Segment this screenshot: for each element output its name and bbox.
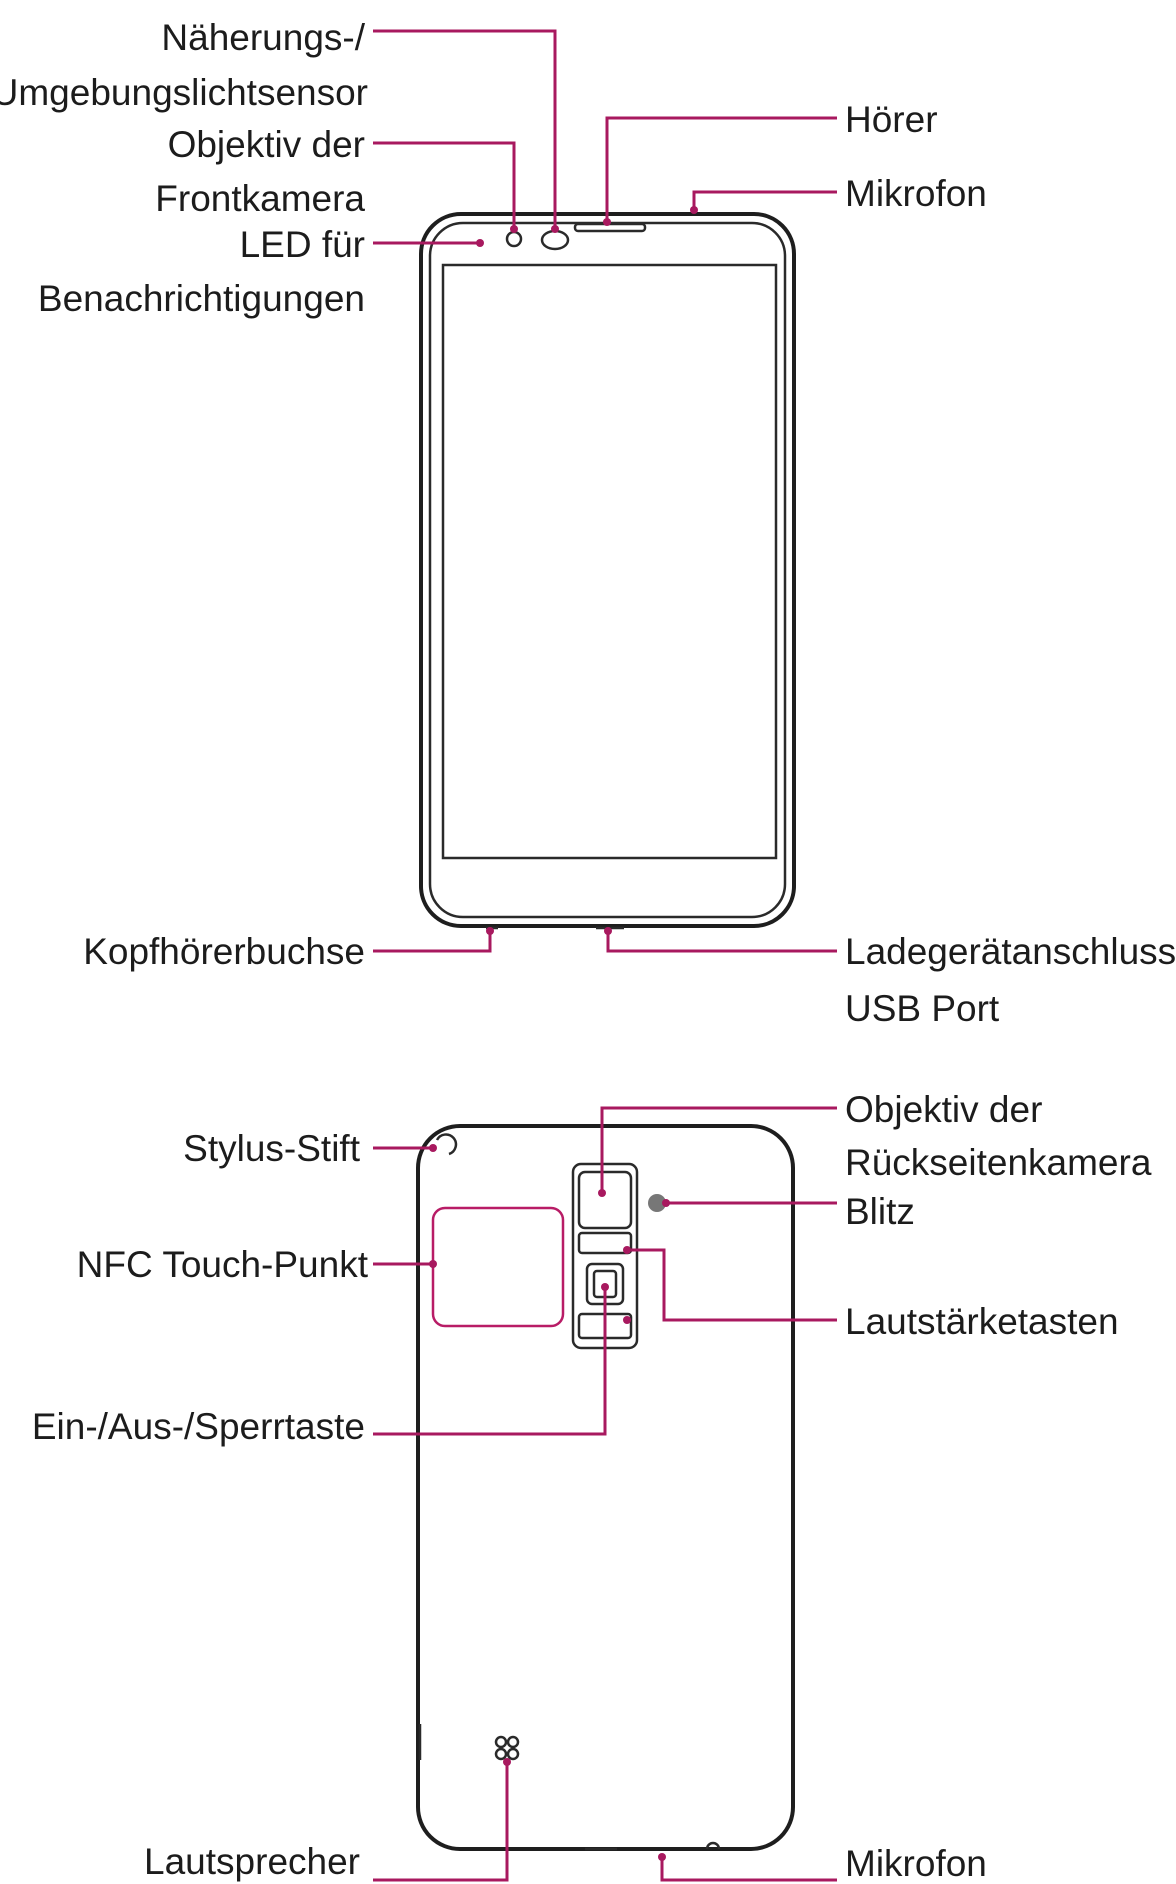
leader-volume <box>631 1248 837 1322</box>
flash-lamp <box>648 1194 666 1212</box>
leader-mic-bottom <box>660 1858 837 1882</box>
leader-mic-top <box>692 190 837 210</box>
bottom-mic-hole <box>705 1841 721 1850</box>
label-headset-jack: Kopfhörerbuchse <box>83 931 365 972</box>
label-proximity-line2: Umgebungslichtsensor <box>0 72 368 113</box>
leader-power-dot <box>601 1283 609 1291</box>
label-led-line2: Benachrichtigungen <box>38 278 365 319</box>
front-view: Näherungs-/ Umgebungslichtsensor Objekti… <box>0 17 1176 1029</box>
leader-charger <box>606 931 837 953</box>
leader-volume-up-dot <box>623 1246 631 1254</box>
label-flash: Blitz <box>845 1191 915 1232</box>
nfc-touch-point <box>431 1206 565 1328</box>
label-volume: Lautstärketasten <box>845 1301 1119 1342</box>
back-phone-body <box>416 1124 795 1851</box>
leader-proximity-dot <box>551 225 559 233</box>
back-view: Stylus-Stift NFC Touch-Punkt Ein-/Aus-/S… <box>32 1089 1152 1884</box>
label-rear-camera-line2: Rückseitenkamera <box>845 1142 1152 1183</box>
leader-charger-dot <box>604 927 612 935</box>
label-front-camera-line1: Objektiv der <box>168 124 365 165</box>
speaker-grille <box>494 1735 520 1761</box>
leader-rear-camera-dot <box>598 1189 606 1197</box>
label-power: Ein-/Aus-/Sperrtaste <box>32 1406 365 1447</box>
label-charger-line1: Ladegerätanschluss/ <box>845 931 1176 972</box>
earpiece-slot <box>573 222 647 233</box>
label-speaker: Lautsprecher <box>144 1841 360 1882</box>
leader-proximity <box>373 29 557 228</box>
leader-flash-dot <box>662 1199 670 1207</box>
label-front-camera-line2: Frontkamera <box>155 178 365 219</box>
label-charger-line2: USB Port <box>845 988 1000 1029</box>
label-stylus: Stylus-Stift <box>183 1128 361 1169</box>
leader-headset-jack <box>373 931 492 953</box>
label-led-line1: LED für <box>240 224 365 265</box>
front-phone-body <box>419 212 796 928</box>
label-mic-bottom: Mikrofon <box>845 1843 987 1884</box>
leader-earpiece <box>605 116 837 222</box>
leader-volume-down-dot <box>623 1316 631 1324</box>
leader-front-camera-dot <box>510 225 518 233</box>
leader-mic-bottom-dot <box>658 1853 666 1861</box>
leader-speaker <box>373 1762 509 1882</box>
leader-rear-camera <box>600 1106 837 1192</box>
rear-camera-lens <box>577 1170 633 1230</box>
leader-nfc-dot <box>429 1260 437 1268</box>
label-nfc: NFC Touch-Punkt <box>77 1244 369 1285</box>
label-proximity-line1: Näherungs-/ <box>161 17 365 58</box>
front-camera-lens <box>505 230 523 248</box>
leader-speaker-dot <box>503 1758 511 1766</box>
volume-up-key <box>577 1231 633 1255</box>
leader-earpiece-dot <box>603 218 611 226</box>
label-earpiece: Hörer <box>845 99 938 140</box>
label-rear-camera-line1: Objektiv der <box>845 1089 1042 1130</box>
leader-front-camera <box>373 141 516 228</box>
leader-headset-jack-dot <box>486 927 494 935</box>
leader-mic-top-dot <box>690 206 698 214</box>
label-mic-top: Mikrofon <box>845 173 987 214</box>
leader-stylus-dot <box>429 1144 437 1152</box>
stylus-tip <box>435 1133 458 1156</box>
leader-power <box>373 1288 607 1436</box>
front-phone-inner-rim <box>428 221 787 919</box>
front-screen <box>441 263 778 860</box>
proximity-sensor <box>540 229 570 251</box>
leader-led-dot <box>476 239 484 247</box>
